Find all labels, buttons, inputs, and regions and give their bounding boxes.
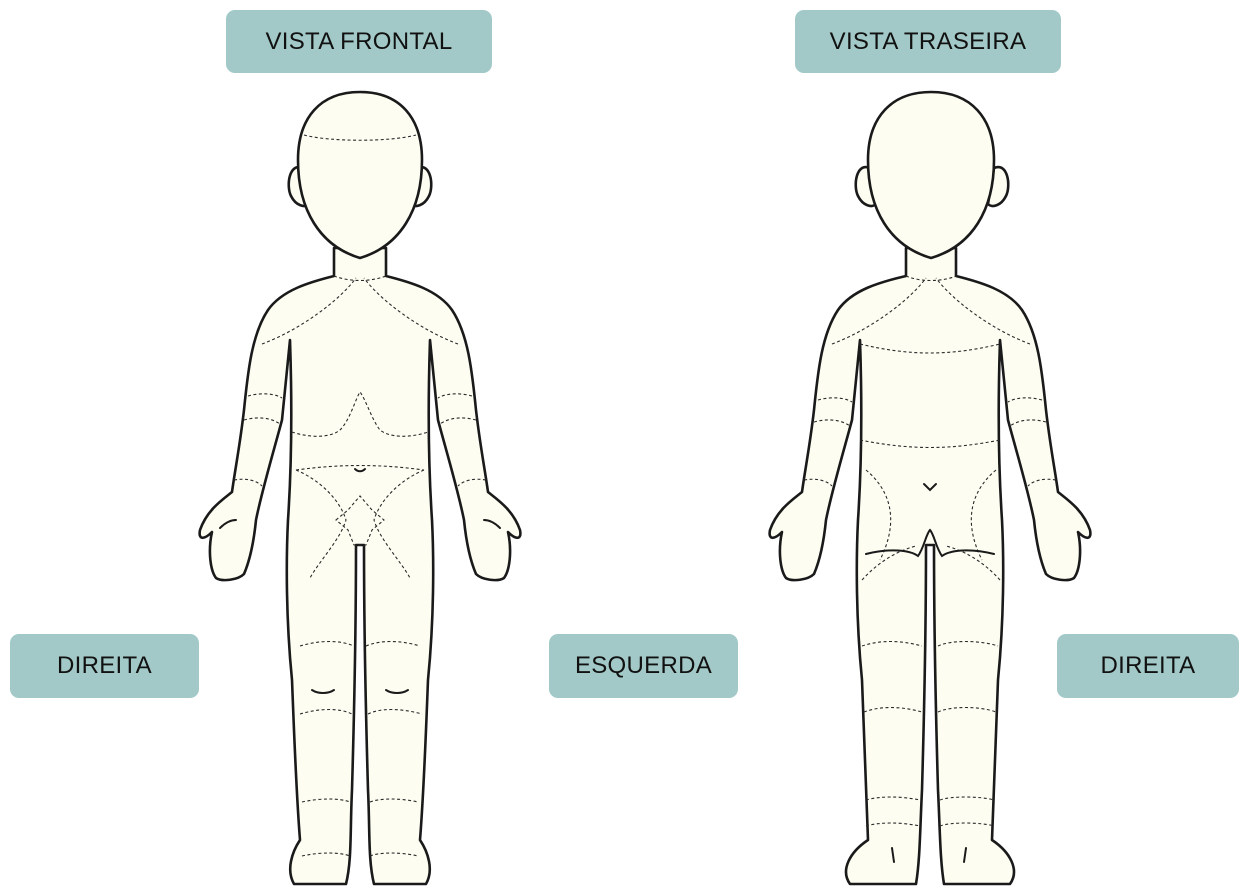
back-body-silhouette [770,92,1091,884]
